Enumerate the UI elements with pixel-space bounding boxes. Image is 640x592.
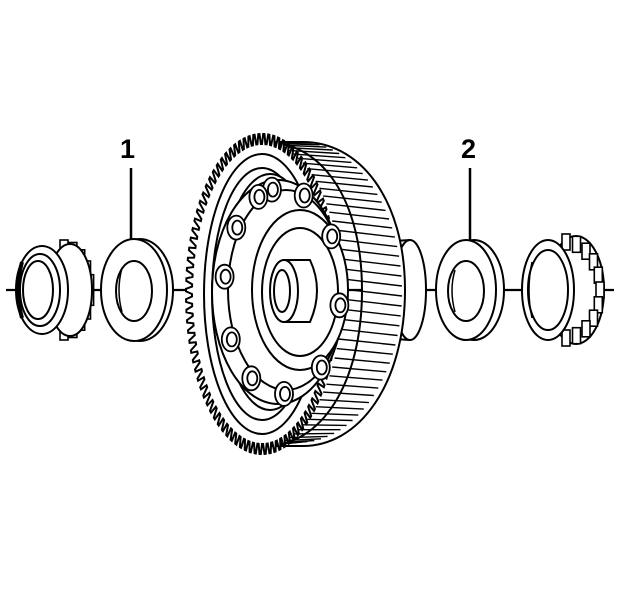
bearing-roller: [561, 329, 571, 347]
helical-tooth: [336, 347, 393, 355]
bolt-icon: [226, 214, 247, 241]
helical-tooth: [329, 211, 390, 220]
helical-tooth: [341, 308, 401, 317]
helical-tooth: [293, 432, 335, 435]
helical-tooth: [329, 375, 383, 381]
bearing-roller: [561, 233, 571, 251]
bearing-roller: [571, 235, 582, 254]
helical-tooth: [315, 180, 373, 188]
helical-tooth: [338, 248, 400, 257]
helical-tooth: [332, 220, 393, 229]
bearing-roller: [581, 242, 591, 260]
right-washer: [435, 239, 505, 341]
helical-tooth: [319, 187, 378, 196]
helical-tooth: [293, 153, 346, 159]
helical-tooth: [307, 418, 353, 422]
helical-tooth: [332, 366, 387, 373]
bolt-icon: [321, 223, 342, 250]
helical-tooth: [323, 391, 374, 397]
helical-teeth-face: [261, 140, 407, 448]
bolt-icon: [274, 380, 294, 407]
helical-tooth: [334, 229, 395, 238]
bearing-roller: [571, 326, 582, 345]
bolt-icon: [248, 183, 269, 210]
helical-tooth: [323, 195, 382, 203]
helical-tooth: [341, 288, 403, 297]
left-washer: [100, 238, 174, 342]
bolt-icon: [220, 326, 241, 353]
callout-2: 2: [461, 134, 476, 164]
left-bearing: [15, 239, 95, 341]
helical-tooth: [315, 406, 364, 410]
helical-tooth: [338, 338, 396, 346]
helical-tooth: [311, 412, 359, 416]
bearing-roller: [581, 319, 591, 338]
ring-gear-assembly: [184, 132, 427, 456]
helical-tooth: [326, 203, 386, 212]
helical-tooth: [334, 357, 390, 364]
helical-tooth: [339, 258, 401, 267]
bearing-roller: [595, 281, 605, 299]
helical-tooth: [336, 238, 398, 248]
callout-1: 1: [120, 134, 135, 164]
helical-tooth: [307, 168, 363, 175]
bolt-icon: [329, 292, 350, 319]
right-bearing: [521, 233, 605, 347]
helical-tooth: [341, 278, 402, 287]
helical-tooth: [339, 328, 398, 337]
ring-gear-bolts: [214, 176, 350, 407]
bearing-roller: [588, 309, 599, 328]
bolt-icon: [310, 354, 331, 381]
helical-tooth: [302, 162, 358, 169]
bolt-icon: [214, 263, 235, 290]
right-bearing-rollers: [561, 233, 605, 347]
bolt-icon: [241, 365, 262, 392]
helical-tooth: [340, 268, 402, 277]
bearing-roller: [593, 266, 604, 285]
helical-tooth: [326, 383, 379, 389]
helical-tooth: [272, 142, 320, 146]
helical-tooth: [311, 174, 368, 181]
helical-tooth: [340, 318, 400, 327]
bolt-icon: [293, 182, 314, 209]
helical-tooth: [319, 399, 369, 404]
helical-tooth: [302, 424, 347, 427]
helical-tooth: [341, 298, 402, 307]
gear-face: [184, 132, 349, 456]
helical-tooth: [298, 157, 352, 164]
